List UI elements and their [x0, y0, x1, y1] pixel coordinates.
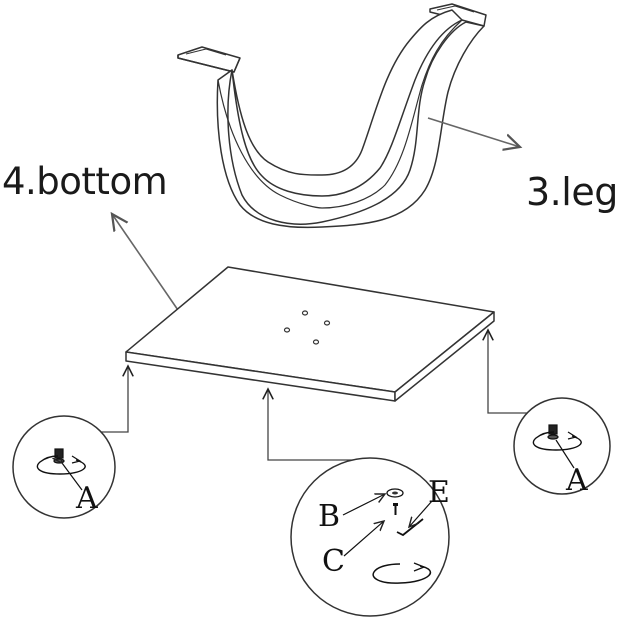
detail-leaders [92, 330, 538, 461]
rotate-arrow-icon [36, 455, 86, 475]
bottom-leader-arrow [112, 214, 181, 314]
callout-a-right: A [565, 463, 588, 498]
detail-circle-right [513, 397, 611, 495]
leg-leader-arrow [427, 117, 520, 147]
label-bottom: 4.bottom [2, 160, 168, 203]
bolt-icon [547, 424, 559, 440]
callout-c: C [322, 544, 345, 579]
detail-circle-bottom [290, 457, 450, 617]
callout-b: B [318, 499, 340, 534]
detail-circle-left [12, 415, 116, 519]
rotate-arrow-icon [372, 563, 432, 584]
rotate-arrow-icon [532, 431, 582, 451]
plate-bolt-holes [283, 310, 331, 345]
leg-part [177, 3, 487, 229]
bottom-plate [125, 266, 495, 402]
callout-e: E [428, 475, 450, 510]
label-leg: 3.leg [526, 170, 618, 214]
callout-a-left: A [75, 481, 98, 516]
screw-icon [393, 503, 398, 515]
